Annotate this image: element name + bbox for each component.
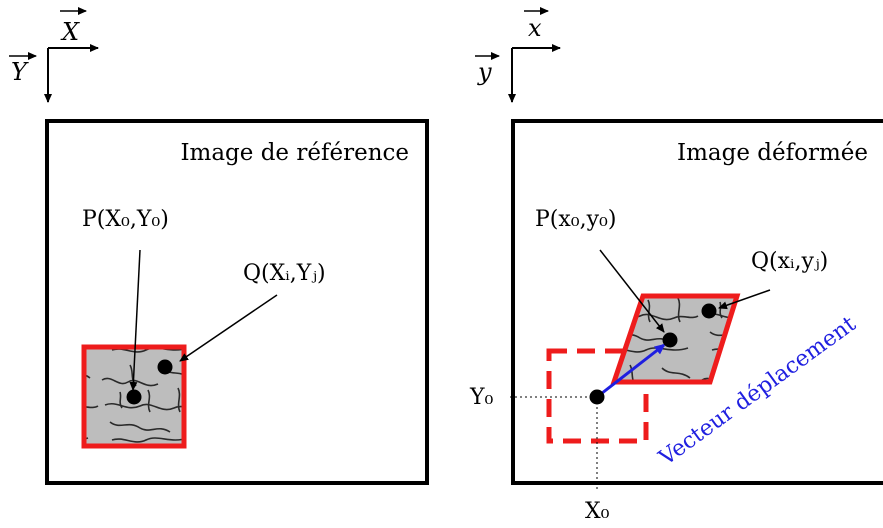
y0-label: Y₀ — [469, 385, 494, 410]
right-q-pointer — [718, 289, 771, 310]
right-axis-y-label: y — [477, 58, 492, 86]
reference-image-title: Image de référence — [180, 140, 409, 166]
deformed-image-frame — [511, 119, 883, 485]
right-point-q — [701, 303, 717, 319]
right-axis-x-label: x — [528, 14, 542, 42]
deformed-image-title: Image déformée — [677, 140, 868, 166]
right-point-origin — [589, 389, 605, 405]
original-subset-outline — [546, 348, 649, 444]
right-axes: x y — [475, 7, 561, 103]
left-axis-y-label: Y — [11, 58, 29, 86]
x0-label: X₀ — [585, 499, 610, 524]
left-point-p-label: P(X₀,Y₀) — [82, 207, 169, 232]
right-point-p-label: P(x₀,y₀) — [535, 207, 616, 232]
left-point-q-label: Q(Xᵢ,Yⱼ) — [243, 261, 326, 286]
reference-image-frame — [45, 119, 429, 485]
right-point-p — [662, 332, 678, 348]
left-point-q — [157, 359, 173, 375]
right-point-q-label: Q(xᵢ,yⱼ) — [751, 249, 828, 274]
left-axes: X Y — [9, 7, 99, 103]
left-p-pointer — [129, 249, 141, 391]
left-point-p — [126, 389, 142, 405]
displacement-vector — [596, 343, 666, 399]
right-p-pointer — [599, 249, 665, 333]
left-q-pointer — [179, 294, 278, 362]
left-axis-x-label: X — [60, 18, 80, 46]
